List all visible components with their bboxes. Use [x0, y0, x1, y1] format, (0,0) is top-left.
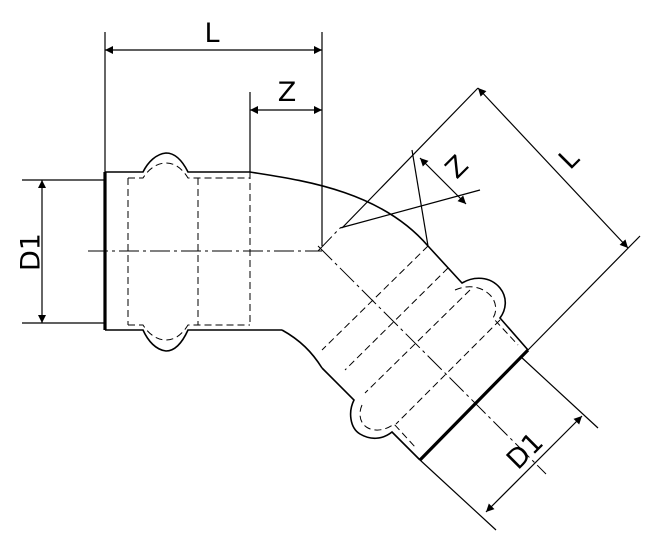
label-z-angled: Z: [440, 150, 475, 185]
dim-diameter-angled: D1: [419, 355, 599, 531]
ext-line-l-angled-b: [527, 235, 641, 351]
label-l-angled: L: [553, 143, 586, 176]
dim-offset-angled: Z: [339, 150, 481, 247]
right-socket-top-outline: [427, 245, 529, 351]
dim-line-l-angled: [477, 87, 629, 249]
label-d1-angled: D1: [501, 427, 550, 476]
right-socket-hidden-2: [344, 267, 449, 371]
dim-offset-top: Z: [249, 77, 322, 172]
elbow-inner-curve: [281, 329, 323, 369]
ext-line-d1-angled-b: [419, 459, 497, 531]
dim-length-angled: L: [341, 87, 641, 351]
ext-line-l-angled-a: [341, 87, 479, 229]
centerline-angled: [317, 245, 547, 475]
label-d1-left: D1: [16, 233, 47, 271]
right-socket-inner-bottom: [359, 404, 417, 449]
right-socket-hidden-3: [364, 289, 471, 394]
left-socket-top-outline: [105, 152, 250, 173]
left-socket: [103, 152, 282, 352]
right-socket-hidden-1: [321, 245, 429, 351]
centerline-intersection: [317, 227, 341, 252]
right-socket-inner-top: [454, 286, 519, 346]
right-socket-end-face: [418, 348, 530, 462]
dim-diameter-left: D1: [16, 179, 105, 324]
ext-line-d1-angled-a: [519, 355, 599, 429]
elbow-body: [249, 171, 429, 369]
elbow-outer-curve: [249, 171, 429, 247]
right-socket-bottom-outline: [321, 367, 421, 461]
label-l-top: L: [204, 18, 219, 49]
right-socket-hidden-4: [395, 319, 501, 425]
dim-line-d1-angled: [485, 415, 583, 513]
right-socket: [321, 245, 530, 462]
dim-length-top: L: [104, 18, 323, 246]
left-socket-bottom-outline: [105, 329, 282, 352]
label-z-top: Z: [278, 77, 297, 108]
dim-line-z-angled: [419, 157, 467, 205]
